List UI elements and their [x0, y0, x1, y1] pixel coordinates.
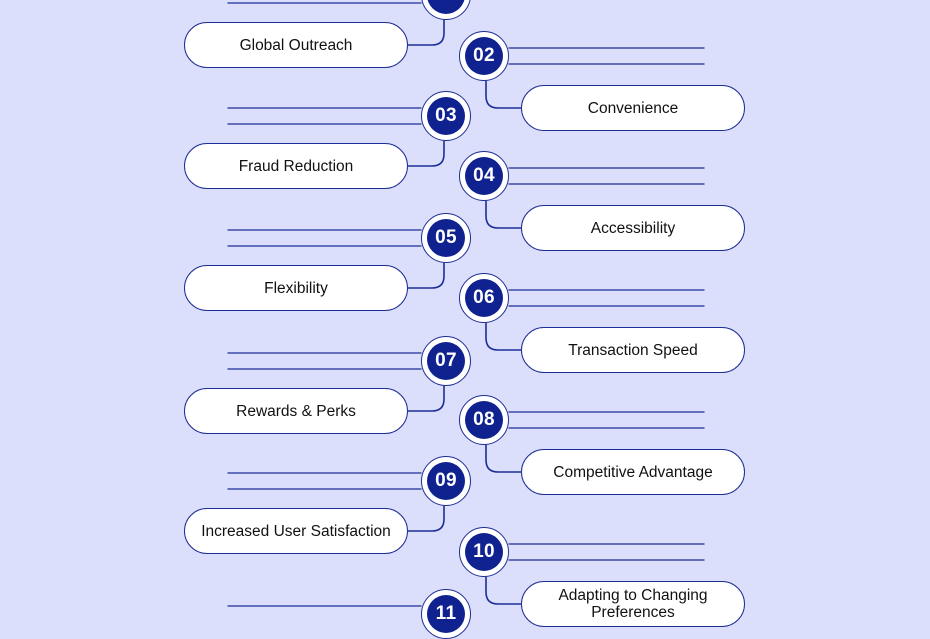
connector-elbow	[408, 506, 445, 532]
step-number: 05	[427, 219, 465, 257]
connector-elbow	[408, 141, 445, 167]
step-number-badge: 07	[421, 336, 471, 386]
connector-elbow	[485, 445, 521, 473]
step-label-pill: Adapting to Changing Preferences	[521, 581, 745, 627]
step-number: 06	[465, 279, 503, 317]
step-number-badge: 09	[421, 456, 471, 506]
step-number: 04	[465, 157, 503, 195]
step-label-pill: Increased User Satisfaction	[184, 508, 408, 554]
step-number: 09	[427, 462, 465, 500]
step-number: 01	[427, 0, 465, 14]
step-number: 02	[465, 37, 503, 75]
connector-lines	[227, 2, 705, 607]
step-label-pill: Rewards & Perks	[184, 388, 408, 434]
step-number-badge: 10	[459, 527, 509, 577]
step-label-pill: Fraud Reduction	[184, 143, 408, 189]
step-number: 03	[427, 97, 465, 135]
step-number-badge: 02	[459, 31, 509, 81]
connector-elbow	[408, 20, 445, 46]
step-label-pill: Convenience	[521, 85, 745, 131]
step-label-pill: Competitive Advantage	[521, 449, 745, 495]
step-label-pill: Transaction Speed	[521, 327, 745, 373]
connector-elbow	[485, 201, 521, 229]
step-number-badge: 11	[421, 589, 471, 639]
step-number-badge: 06	[459, 273, 509, 323]
step-label-pill: Accessibility	[521, 205, 745, 251]
connector-elbow	[485, 577, 521, 605]
step-label-pill: Flexibility	[184, 265, 408, 311]
step-number-badge: 05	[421, 213, 471, 263]
connector-elbow	[485, 81, 521, 109]
step-number-badge: 08	[459, 395, 509, 445]
step-number: 11	[427, 595, 465, 633]
step-number-badge: 04	[459, 151, 509, 201]
connector-elbow	[408, 386, 445, 412]
connector-elbow	[485, 323, 521, 351]
step-number-badge: 03	[421, 91, 471, 141]
step-number: 10	[465, 533, 503, 571]
step-label-pill: Global Outreach	[184, 22, 408, 68]
step-number: 08	[465, 401, 503, 439]
connector-elbow	[408, 263, 445, 289]
step-number: 07	[427, 342, 465, 380]
